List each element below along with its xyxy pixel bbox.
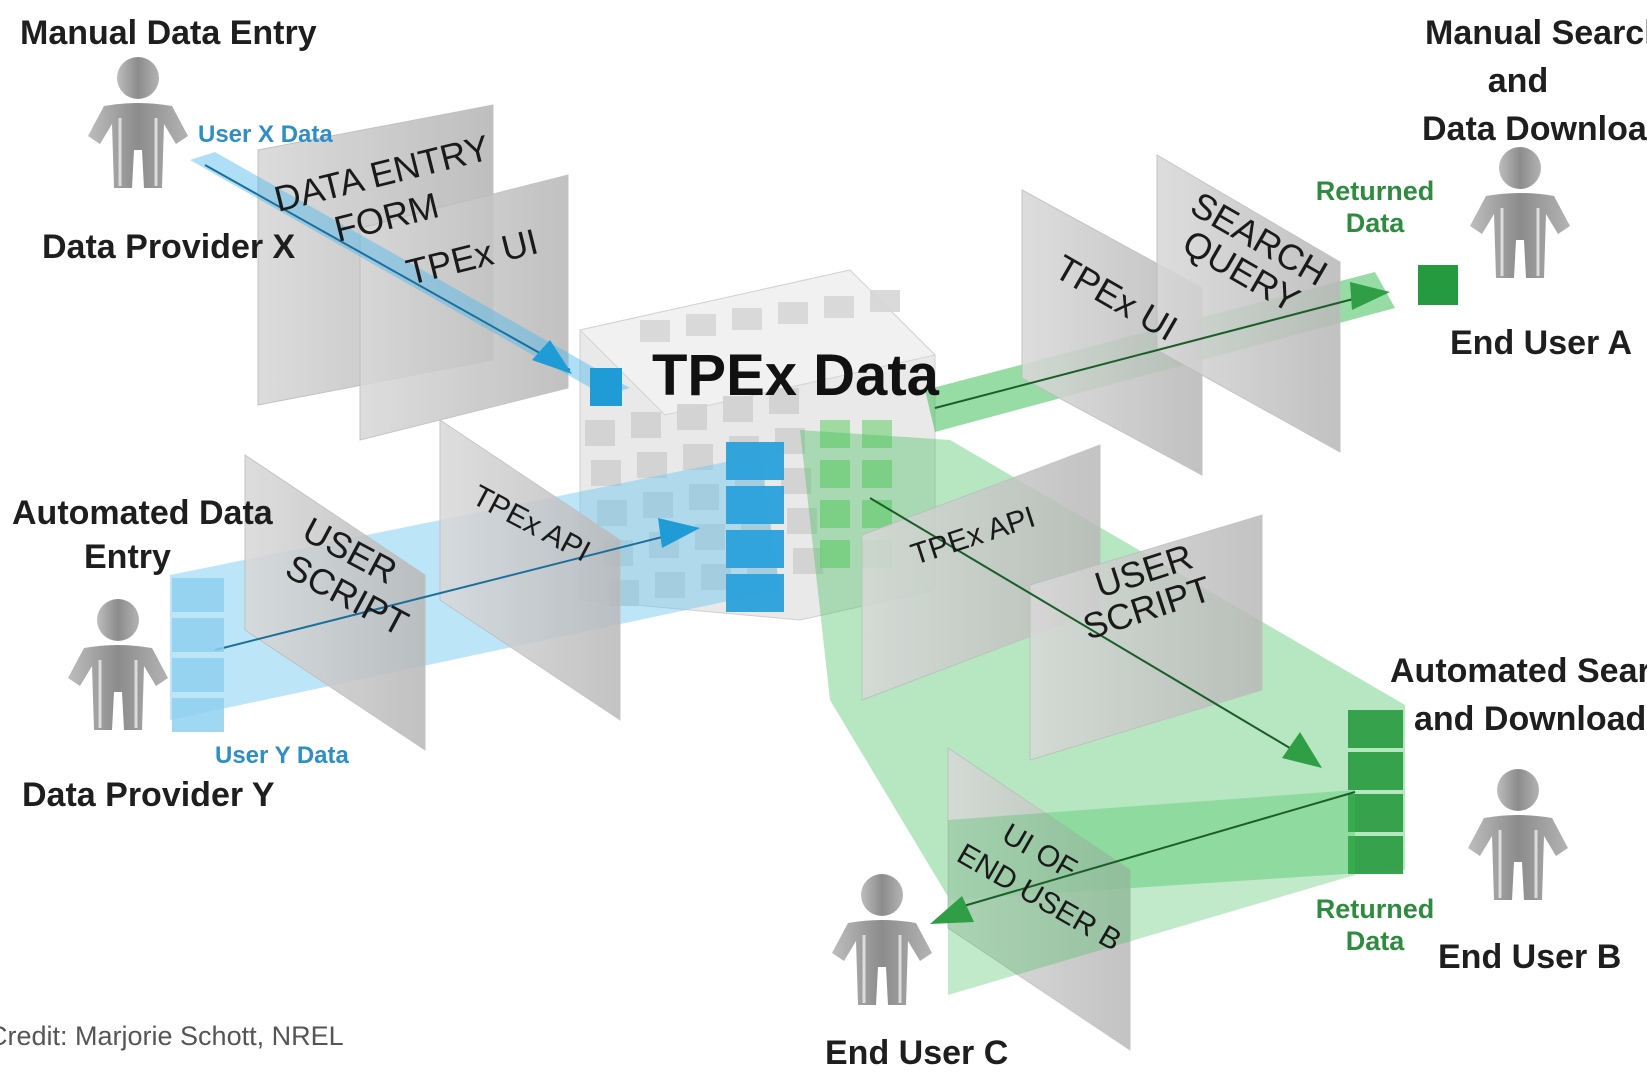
user-x-data-line <box>204 164 571 371</box>
end-user-b-data-block <box>1348 836 1403 874</box>
end-user-a-name: End User A <box>1450 324 1632 362</box>
end-user-b-stack <box>1348 710 1403 874</box>
end-user-a-person-icon <box>1468 145 1572 280</box>
cube-cell <box>591 460 621 486</box>
cube-cell <box>655 572 685 598</box>
cube-cell <box>686 314 716 336</box>
user-x-data-block <box>590 368 622 406</box>
user-y-data-line <box>214 529 691 651</box>
user-y-arrow <box>658 518 700 548</box>
user-x-arrow <box>532 340 572 374</box>
returned-data-c-beam <box>948 790 1355 995</box>
cube-cell <box>597 500 627 526</box>
manual-data-entry-heading: Manual Data Entry <box>20 14 317 52</box>
automated-data-entry-heading-1: Automated Data <box>12 494 274 532</box>
cube-cell <box>695 524 725 550</box>
returned-data-a-label-2: Data <box>1346 208 1406 238</box>
returned-data-a-arrow <box>1350 282 1390 310</box>
cube-cell-green <box>862 420 892 448</box>
blue-data-block <box>726 486 784 524</box>
user-script-left-panel <box>244 454 426 751</box>
tpex-ui-right-panel <box>1021 189 1203 476</box>
cube-cell <box>723 396 753 422</box>
user-y-data-label: User Y Data <box>215 742 350 769</box>
manual-search-heading-3: Data Download <box>1422 110 1647 148</box>
user-x-data-label: User X Data <box>198 121 333 148</box>
cube-cell <box>870 290 900 312</box>
end-user-b-name: End User B <box>1438 938 1621 976</box>
cube-cell <box>689 484 719 510</box>
cube-cell <box>640 320 670 342</box>
credit-text: Credit: Marjorie Schott, NREL <box>0 1021 344 1051</box>
cube-cell <box>769 388 799 414</box>
manual-search-heading-2: and <box>1488 62 1548 100</box>
green-flow-line <box>869 497 1311 761</box>
cube-cell <box>643 492 673 518</box>
automated-search-heading-1: Automated Search <box>1390 652 1647 690</box>
cube-cell-green <box>820 420 850 448</box>
green-flow-arrow <box>1282 732 1322 768</box>
data-provider-x-person-icon <box>86 55 190 190</box>
data-provider-y-name: Data Provider Y <box>22 776 275 814</box>
returned-data-a-label-1: Returned <box>1316 176 1435 206</box>
automated-data-entry-heading-2: Entry <box>84 538 171 576</box>
end-user-b-person-icon <box>1466 767 1570 902</box>
cube-cell <box>683 444 713 470</box>
user-y-data-stack <box>172 578 224 732</box>
data-provider-y-person-icon <box>66 597 170 732</box>
end-user-c-name: End User C <box>825 1034 1008 1072</box>
end-user-c-person-icon <box>830 872 934 1007</box>
cube-cell <box>631 412 661 438</box>
blue-data-block <box>726 530 784 568</box>
user-y-data-block <box>172 618 224 652</box>
cube-cell <box>824 296 854 318</box>
user-script-right-panel <box>1029 514 1263 761</box>
returned-data-a-line <box>934 291 1381 409</box>
returned-data-b-label-1: Returned <box>1316 894 1435 924</box>
cube-cell-green <box>862 500 892 528</box>
cube-cell <box>585 420 615 446</box>
search-query-panel <box>1156 154 1341 453</box>
tpex-data-title: TPEx Data <box>652 343 940 408</box>
cube-cell <box>778 302 808 324</box>
cube-cell-green <box>820 460 850 488</box>
manual-search-heading-1: Manual Search <box>1425 14 1647 52</box>
end-user-b-data-block <box>1348 794 1403 832</box>
ui-of-end-user-b-panel <box>947 747 1131 1051</box>
returned-data-c-arrow <box>930 896 974 924</box>
cube-cell-green <box>820 540 850 568</box>
user-y-data-block <box>172 578 224 612</box>
blue-data-block <box>726 442 784 480</box>
returned-data-c-line <box>949 791 1356 911</box>
cube-cell <box>781 468 811 494</box>
end-user-b-data-block <box>1348 710 1403 748</box>
cube-cell <box>637 452 667 478</box>
user-y-data-block <box>172 658 224 692</box>
end-user-b-data-block <box>1348 752 1403 790</box>
tpex-ui-left-panel <box>359 174 569 441</box>
blue-data-block <box>726 574 784 612</box>
cube-cell <box>787 508 817 534</box>
tpex-blue-stack <box>726 442 784 612</box>
cube-cell-green <box>820 500 850 528</box>
user-y-data-block <box>172 698 224 732</box>
cube-cell <box>732 308 762 330</box>
automated-search-heading-2: and Download <box>1414 700 1646 738</box>
cube-cell-green <box>862 460 892 488</box>
cube-cell <box>677 404 707 430</box>
returned-data-b-label-2: Data <box>1346 926 1406 956</box>
user-x-data-beam <box>190 152 630 396</box>
end-user-a-block <box>1418 265 1458 305</box>
cube-cell <box>793 548 823 574</box>
data-provider-x-name: Data Provider X <box>42 228 296 266</box>
